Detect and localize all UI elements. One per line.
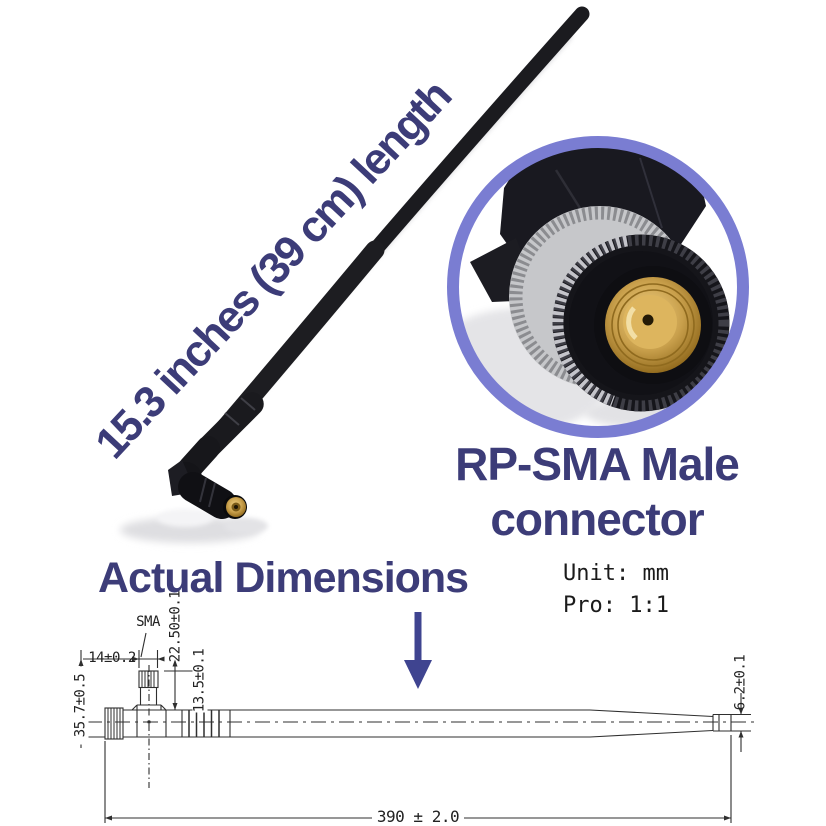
callout-ring: [447, 136, 749, 438]
scale-label: Pro: 1:1: [563, 593, 669, 618]
arrow-down-icon: [404, 612, 432, 689]
antenna-rod: [198, 6, 590, 458]
antenna-photo: [120, 6, 590, 543]
dim-label-neck-height: 13.5±0.1: [191, 648, 208, 713]
dim-label-connector-width: 14±0.2: [88, 650, 136, 666]
callout-caption-line2: connector: [490, 493, 704, 545]
dimensions-heading: Actual Dimensions: [98, 554, 469, 602]
dim-connector-width: [83, 650, 165, 668]
dim-label-tip-diameter: 6.2±0.1: [732, 654, 749, 711]
dim-label-connector-height: 22.50±0.1: [167, 590, 184, 663]
sma-connector-drawing: [131, 665, 167, 788]
left-cap-hatch: [104, 707, 124, 740]
gold-sma-face: [594, 266, 712, 384]
dim-tip-diameter: [731, 693, 751, 752]
sma-text-label: SMA: [136, 614, 160, 630]
center-pin-hole: [642, 314, 654, 326]
sma-leader: [140, 632, 147, 658]
dim-connector-height: [168, 659, 186, 711]
flex-section: [181, 710, 231, 737]
unit-label: Unit: mm: [563, 561, 669, 586]
connector-barrel: [178, 472, 237, 519]
connector-photo: [458, 147, 738, 427]
dim-label-overall-length: 390 ± 2.0: [372, 809, 464, 825]
callout-caption-line1: RP-SMA Male: [455, 438, 740, 490]
antenna-elbow-connector: [168, 436, 247, 519]
connector-callout: [447, 136, 749, 438]
dim-label-overall-height: 35.7±0.5: [73, 666, 89, 745]
